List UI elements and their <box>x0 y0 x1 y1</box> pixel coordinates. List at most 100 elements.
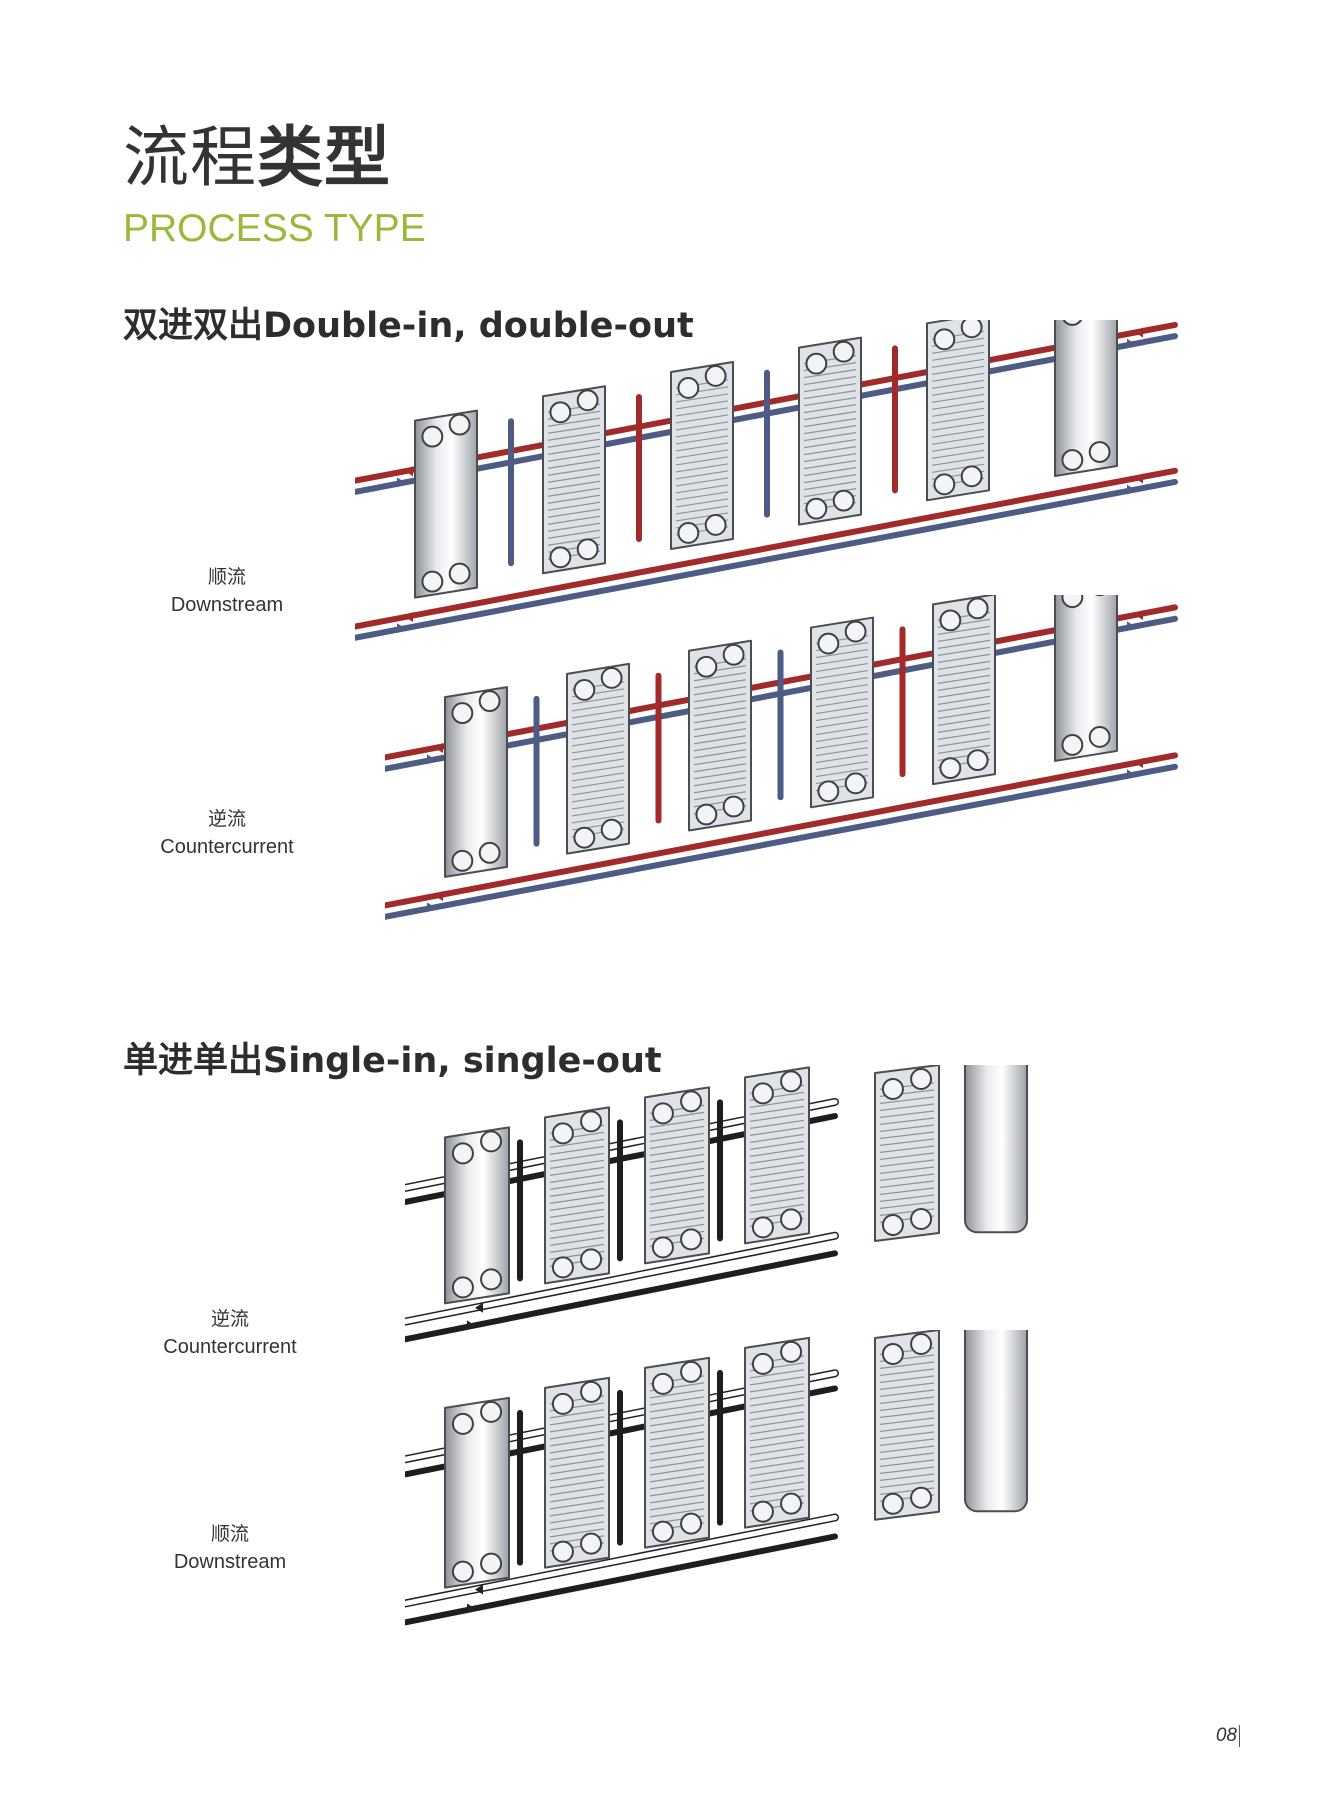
page-title-cn: 流程类型 <box>123 118 391 198</box>
plate-rib <box>571 786 625 796</box>
plate-rib <box>749 1411 805 1421</box>
plate-rib <box>547 529 601 539</box>
plate-rib <box>749 1133 805 1143</box>
label-en: Countercurrent <box>160 836 294 858</box>
port <box>780 1070 803 1093</box>
label-countercurrent-2: 逆流 Countercurrent <box>120 1305 340 1361</box>
plate-rib <box>693 700 747 710</box>
plate-rib <box>675 393 729 403</box>
plate-rib <box>815 760 869 771</box>
loose-end-plate <box>964 1065 1028 1234</box>
plate-rib <box>675 435 729 445</box>
plate-rib <box>815 648 869 659</box>
plate-rib <box>879 1389 935 1397</box>
plate-rib <box>815 697 869 708</box>
plate-rib <box>675 414 729 424</box>
port <box>478 690 501 713</box>
plate-rib <box>675 498 729 508</box>
plate-rib <box>931 407 985 417</box>
plate-rib <box>803 446 857 456</box>
port <box>651 1236 674 1259</box>
plate-rib <box>675 400 729 410</box>
plate-rib <box>571 751 625 761</box>
plate-rib <box>749 1488 805 1498</box>
plate-rib <box>693 693 747 703</box>
plate-rib <box>931 435 985 445</box>
plate-rib <box>547 494 601 504</box>
plate-rib <box>549 1486 605 1496</box>
port <box>1088 441 1111 463</box>
plate-rib <box>879 1173 935 1181</box>
plate-rib <box>649 1160 705 1170</box>
plate-rib <box>815 718 869 729</box>
port <box>780 1492 803 1515</box>
plate-rib <box>649 1508 705 1518</box>
plate-rib <box>749 1376 805 1386</box>
port <box>780 1208 803 1231</box>
port <box>805 497 828 520</box>
port <box>651 1102 674 1125</box>
port <box>751 1216 774 1239</box>
plate-rib <box>937 702 991 712</box>
plate-rib <box>879 1138 935 1146</box>
plate-rib <box>649 1153 705 1163</box>
port <box>844 772 867 795</box>
plate-rib <box>693 679 747 689</box>
port <box>580 1110 603 1133</box>
plate-rib <box>649 1209 705 1219</box>
plate-rib <box>815 676 869 687</box>
plate-rib <box>803 453 857 463</box>
port <box>448 562 471 585</box>
plate-rib <box>749 1161 805 1171</box>
section-heading-double: 双进双出Double-in, double-out <box>123 306 694 346</box>
port <box>421 570 444 593</box>
port <box>451 849 474 872</box>
plate-rib <box>549 1215 605 1225</box>
plate-rib <box>649 1216 705 1226</box>
plate-rib <box>749 1397 805 1407</box>
end-plate <box>1054 595 1118 762</box>
plate-rib <box>547 417 601 427</box>
title-cn-light: 流程 <box>123 119 257 196</box>
plate-rib <box>749 1182 805 1192</box>
plate-rib <box>649 1487 705 1497</box>
port <box>722 643 745 666</box>
plate-rib <box>931 379 985 389</box>
plate-rib <box>547 459 601 469</box>
label-en: Downstream <box>170 594 284 616</box>
plate-rib <box>649 1146 705 1156</box>
end-plate <box>414 409 478 599</box>
port <box>480 1268 503 1291</box>
header-pipe <box>405 1250 838 1343</box>
plate-rib <box>879 1459 935 1467</box>
plate-rib <box>547 473 601 483</box>
port <box>573 679 596 701</box>
flow-arrow <box>475 1584 483 1595</box>
flow-arrow <box>1135 327 1143 338</box>
port <box>695 655 718 678</box>
port <box>805 352 828 375</box>
flow-arrow <box>435 890 443 901</box>
plate-rib <box>649 1410 705 1420</box>
plate-rib <box>649 1174 705 1184</box>
plate-rib <box>931 421 985 431</box>
flow-arrow <box>405 612 413 623</box>
plate-rib <box>571 758 625 768</box>
plate-rib <box>693 749 747 759</box>
plate-rib <box>879 1159 935 1167</box>
plate-rib <box>547 480 601 490</box>
plate-rib <box>879 1103 935 1111</box>
port <box>751 1352 774 1375</box>
plate-rib <box>931 414 985 424</box>
plate-rib <box>749 1112 805 1122</box>
plate-rib <box>675 407 729 417</box>
plate-rib <box>549 1472 605 1482</box>
plate-rib <box>549 1208 605 1218</box>
plate-rib <box>549 1500 605 1510</box>
plate-rib <box>815 669 869 680</box>
flow-arrow <box>467 1320 475 1331</box>
flow-arrow <box>475 1302 483 1313</box>
port <box>573 826 596 849</box>
port <box>832 489 855 512</box>
port <box>651 1520 674 1543</box>
